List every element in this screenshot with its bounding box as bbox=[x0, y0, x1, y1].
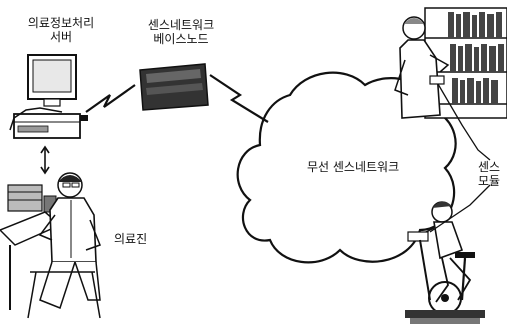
sensor-pointer-line bbox=[429, 184, 491, 233]
bidirectional-arrow bbox=[40, 145, 50, 175]
wireless-link bbox=[85, 84, 136, 113]
medical-staff-label: 의료진 bbox=[114, 232, 148, 246]
base-node-label-line1: 센스네트워크 bbox=[147, 18, 215, 32]
sensor-module-label: 센스 모듈 bbox=[478, 160, 507, 188]
server-label: 의료정보처리 서버 bbox=[18, 16, 104, 44]
computer-icon bbox=[9, 54, 88, 139]
sensor-module-label-line1: 센스 bbox=[478, 160, 501, 174]
server-label-line2: 서버 bbox=[49, 30, 73, 44]
sensor-pointer-line bbox=[437, 83, 491, 161]
network-label: 무선 센스네트워크 bbox=[307, 160, 400, 174]
sensor-module-label-line2: 모듈 bbox=[478, 174, 501, 188]
server-label-line1: 의료정보처리 bbox=[27, 16, 95, 30]
doctor-at-desk-icon bbox=[0, 172, 101, 319]
person-on-exercise-bike-icon bbox=[405, 201, 485, 324]
network-device-icon bbox=[139, 63, 209, 111]
wireless-link bbox=[209, 74, 269, 123]
person-at-bookshelf-icon bbox=[394, 7, 507, 119]
base-node-label-line2: 베이스노드 bbox=[153, 32, 209, 46]
base-node-label: 센스네트워크 베이스노드 bbox=[138, 18, 224, 46]
